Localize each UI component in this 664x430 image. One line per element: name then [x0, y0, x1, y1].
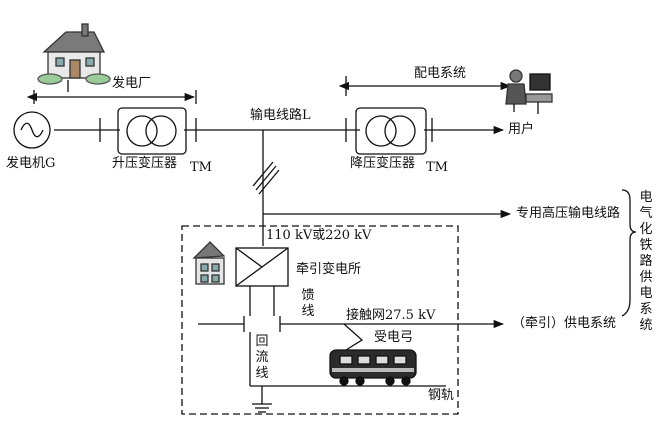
label-distribution-system: 配电系统 — [414, 66, 467, 81]
computer-user-icon — [505, 69, 553, 114]
transformer-icon — [355, 107, 427, 155]
label-dedicated-hv-line: 专用高压输电线路 — [516, 206, 621, 221]
label-step-down-transformer: 降压变压器 — [350, 156, 416, 171]
label-traction-supply-system: （牵引）供电系统 — [512, 316, 617, 331]
label-catenary: 接触网27.5 kV — [346, 308, 436, 323]
label-electrified-railway-supply: 电气化铁路供电系统 — [639, 190, 653, 333]
train-icon — [329, 323, 417, 386]
house-icon — [37, 23, 111, 92]
ground-icon — [252, 396, 272, 413]
generator-icon — [13, 111, 51, 149]
label-transmission-line: 输电线路L — [250, 108, 311, 123]
label-power-plant: 发电厂 — [112, 76, 152, 91]
substation-house-icon — [192, 241, 226, 285]
label-tm-left: TM — [190, 160, 212, 175]
label-pantograph: 受电弓 — [374, 330, 414, 345]
label-step-up-transformer: 升压变压器 — [112, 156, 178, 171]
label-user: 用户 — [508, 122, 535, 137]
label-feeder-line: 馈线 — [301, 288, 315, 319]
label-rail: 钢轨 — [428, 388, 455, 403]
label-voltage-level: 110 kV或220 kV — [266, 228, 372, 243]
label-generator: 发电机G — [6, 156, 56, 171]
label-tm-right: TM — [426, 160, 448, 175]
transformer-icon — [117, 107, 187, 155]
label-return-line: 回流线 — [255, 334, 269, 381]
label-traction-substation: 牵引变电所 — [296, 262, 362, 277]
